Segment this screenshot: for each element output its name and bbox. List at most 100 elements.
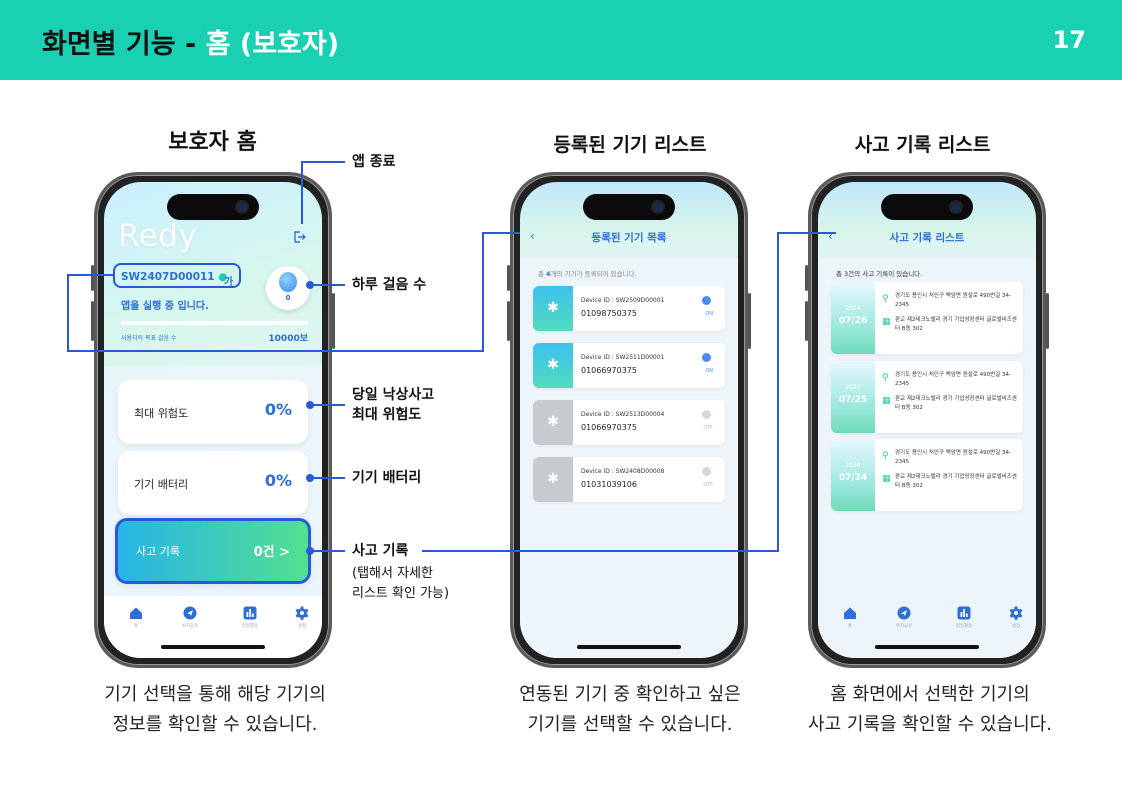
tab-label: 위치공유 <box>895 624 913 629</box>
status-dot-icon <box>702 410 711 419</box>
volume-button <box>805 265 808 291</box>
running-status-text: 앱을 실행 중 입니다. <box>121 301 209 312</box>
list-item[interactable]: ✱ Device ID : SW2509D00001 01098750375 O… <box>533 286 725 331</box>
caption-line: 기기 선택을 통해 해당 기기의 <box>104 684 326 705</box>
count-suffix: 개의 기기가 등록되어 있습니다. <box>550 270 637 278</box>
home-indicator <box>577 645 681 649</box>
record-address: 경기도 용인시 처인구 백암면 원설로 490번길 34-2345 <box>895 372 1011 387</box>
device-status: ON <box>705 311 713 317</box>
title-accent: 홈 (보호자) <box>205 29 340 60</box>
record-place: 판교 제2테크노밸리 경기 기업성장센터 글로벌비즈센터 B동 302 <box>895 474 1017 489</box>
status-dot-icon <box>702 296 711 305</box>
device-phone: 01066970375 <box>581 423 637 432</box>
phone-frame-devices: ‹ 등록된 기기 목록 총 4개의 기기가 등록되어 있습니다. ✱ Devic… <box>507 172 751 668</box>
accident-label: 사고 기록 <box>136 545 180 558</box>
devices-section-title: 등록된 기기 리스트 <box>553 134 707 156</box>
records-screen: ‹ 사고 기록 리스트 총 3건의 사고 기록이 있습니다. 2024 07/2… <box>818 182 1036 658</box>
volume-button <box>507 301 510 341</box>
record-date: 07/24 <box>838 473 868 483</box>
caption-line: 연동된 기기 중 확인하고 싶은 <box>519 684 741 705</box>
battery-card[interactable]: 기기 배터리 0% <box>118 451 308 515</box>
records-screen-title: 사고 기록 리스트 <box>889 232 965 244</box>
annotation-battery: 기기 배터리 <box>352 470 422 486</box>
status-dot-icon <box>702 467 711 476</box>
location-share-icon <box>897 606 911 620</box>
caption-line: 홈 화면에서 선택한 기기의 <box>830 684 1030 705</box>
caption-line: 기기를 선택할 수 있습니다. <box>527 714 733 735</box>
record-address: 경기도 용인시 처인구 백암면 원설로 490번길 34-2345 <box>895 293 1011 308</box>
dynamic-island <box>167 194 259 220</box>
bluetooth-icon: ✱ <box>533 400 573 445</box>
caption-line: 사고 기록을 확인할 수 있습니다. <box>808 714 1052 735</box>
record-date: 07/25 <box>838 395 868 405</box>
record-date: 07/26 <box>838 316 868 326</box>
annotation-app-exit: 앱 종료 <box>352 154 396 170</box>
tab-home[interactable]: 홈 <box>112 606 160 629</box>
record-year: 2024 <box>845 384 861 391</box>
tab-location-share[interactable]: 위치공유 <box>166 606 214 629</box>
annotation-max-risk-2: 최대 위험도 <box>352 407 422 423</box>
device-phone: 01066970375 <box>581 366 637 375</box>
tab-daily-activity[interactable]: 일일활동 <box>940 606 988 629</box>
device-id: Device ID : SW2511D00001 <box>581 354 665 361</box>
dynamic-island <box>583 194 675 220</box>
status-dot-icon <box>702 353 711 362</box>
page-title: 화면별 기능 - 홈 (보호자) <box>42 22 339 61</box>
device-phone: 01031039106 <box>581 480 637 489</box>
tab-label: 설정 <box>297 624 307 629</box>
tab-location-share[interactable]: 위치공유 <box>880 606 928 629</box>
device-highlight-box <box>113 263 241 288</box>
count-prefix: 총 <box>538 270 547 278</box>
dynamic-island <box>881 194 973 220</box>
device-id: Device ID : SW2509D00001 <box>581 297 665 304</box>
phone-frame-records: ‹ 사고 기록 리스트 총 3건의 사고 기록이 있습니다. 2024 07/2… <box>805 172 1049 668</box>
tab-label: 홈 <box>133 624 139 629</box>
devices-screen-title: 등록된 기기 목록 <box>591 232 667 244</box>
bluetooth-icon: ✱ <box>533 457 573 502</box>
tab-settings[interactable]: 설정 <box>278 606 322 629</box>
device-status: OFF <box>703 425 713 431</box>
devices-screen: ‹ 등록된 기기 목록 총 4개의 기기가 등록되어 있습니다. ✱ Devic… <box>520 182 738 658</box>
list-item[interactable]: ✱ Device ID : SW2408D00008 01031039106 O… <box>533 457 725 502</box>
home-section-title: 보호자 홈 <box>168 130 257 155</box>
building-icon: ▦ <box>882 317 891 327</box>
activity-chart-icon <box>957 606 971 620</box>
battery-value: 0% <box>264 471 292 490</box>
character-icon <box>279 272 297 292</box>
activity-chart-icon <box>243 606 257 620</box>
tab-label: 위치공유 <box>181 624 199 629</box>
device-count-text: 총 4개의 기기가 등록되어 있습니다. <box>538 268 637 278</box>
list-item[interactable]: ✱ Device ID : SW2511D00001 01066970375 O… <box>533 343 725 388</box>
list-item[interactable]: 2024 07/25 ⚲ 경기도 용인시 처인구 백암면 원설로 490번길 3… <box>831 361 1023 433</box>
caption-devices: 연동된 기기 중 확인하고 싶은 기기를 선택할 수 있습니다. <box>490 680 770 740</box>
power-button <box>1046 293 1049 349</box>
accident-record-card[interactable]: 사고 기록 0건 > <box>115 518 311 584</box>
logout-icon[interactable] <box>292 230 306 244</box>
tab-daily-activity[interactable]: 일일활동 <box>226 606 274 629</box>
phone-frame-home: Redy SW2407D00011 ● 가 앱을 실행 중 입니다. 0 사용자… <box>91 172 335 668</box>
step-avatar: 0 <box>266 266 310 310</box>
tab-home[interactable]: 홈 <box>826 606 874 629</box>
camera-icon <box>951 202 961 212</box>
camera-icon <box>653 202 663 212</box>
goal-value: 10000보 <box>268 334 308 344</box>
gear-icon <box>295 606 309 620</box>
caption-line: 정보를 확인할 수 있습니다. <box>112 714 318 735</box>
volume-button <box>805 301 808 341</box>
max-risk-value: 0% <box>264 400 292 419</box>
list-item[interactable]: 2024 07/24 ⚲ 경기도 용인시 처인구 백암면 원설로 490번길 3… <box>831 439 1023 511</box>
list-item[interactable]: 2024 07/26 ⚲ 경기도 용인시 처인구 백암면 원설로 490번길 3… <box>831 282 1023 354</box>
home-icon <box>130 607 142 619</box>
device-status: ON <box>705 368 713 374</box>
camera-icon <box>237 202 247 212</box>
home-indicator <box>161 645 265 649</box>
annotation-max-risk-1: 당일 낙상사고 <box>352 387 435 403</box>
list-item[interactable]: ✱ Device ID : SW2513D00004 01066970375 O… <box>533 400 725 445</box>
max-risk-card[interactable]: 최대 위험도 0% <box>118 380 308 444</box>
device-status: OFF <box>703 482 713 488</box>
home-icon <box>844 607 856 619</box>
record-address: 경기도 용인시 처인구 백암면 원설로 490번길 34-2345 <box>895 450 1011 465</box>
title-prefix: 화면별 기능 - <box>42 29 206 60</box>
record-place: 판교 제2테크노밸리 경기 기업성장센터 글로벌비즈센터 B동 302 <box>895 396 1017 411</box>
tab-settings[interactable]: 설정 <box>992 606 1036 629</box>
